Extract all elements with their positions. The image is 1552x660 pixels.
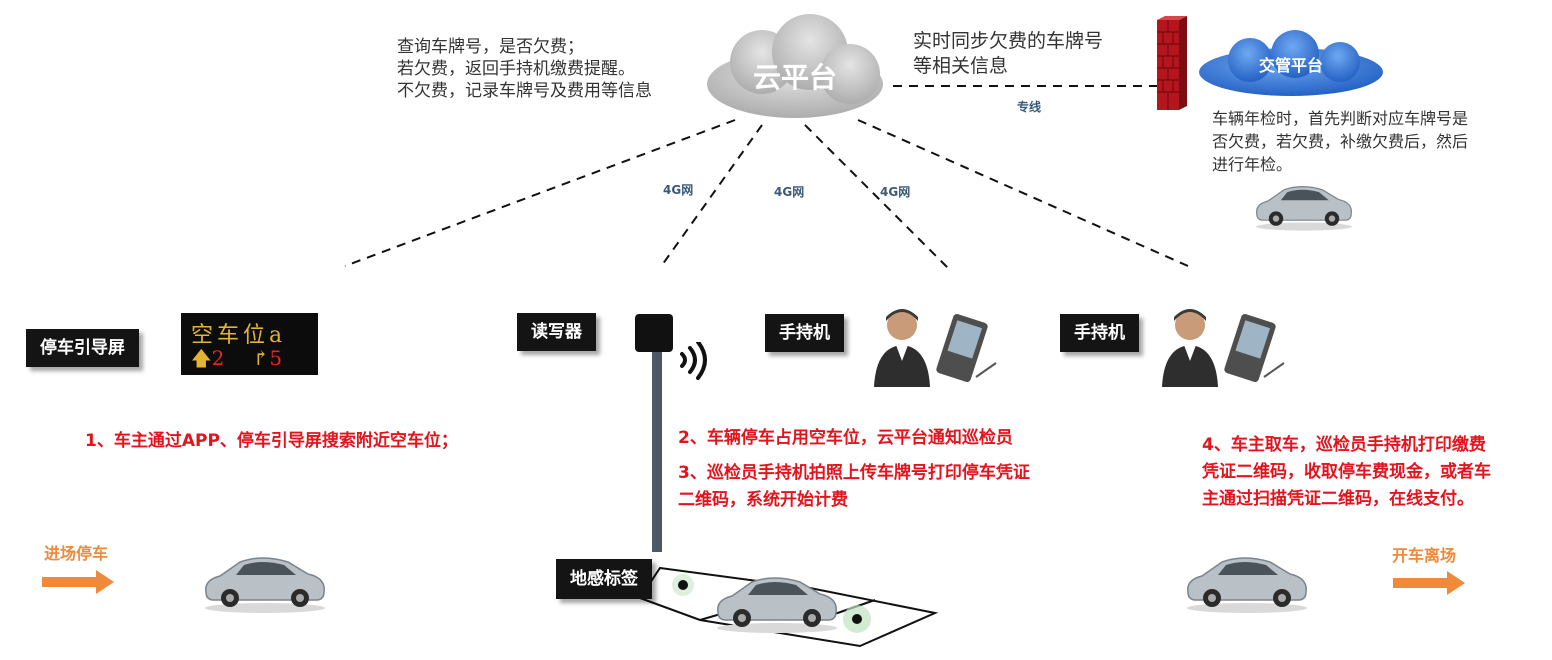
exit-arrow-icon [1393,571,1465,595]
network-label-3: 4G网 [880,185,911,199]
step-4-line-3: 主通过扫描凭证二维码，在线支付。 [1202,489,1474,509]
entry-label: 进场停车 [44,544,109,563]
step-3-line-1: 3、巡检员手持机拍照上传车牌号打印停车凭证 [678,463,1030,483]
annual-line-1: 车辆年检时，首先判断对应车牌号是 [1212,109,1469,128]
inspector-with-handheld-icon-1 [874,309,997,387]
dedicated-line-label: 专线 [1017,100,1042,114]
car-icon-entry [205,557,325,613]
reader-pole [652,352,662,552]
network-label-1: 4G网 [663,183,694,197]
car-icon-inspection [1256,186,1352,231]
traffic-platform-icon [1199,30,1383,96]
sync-line-2: 等相关信息 [913,55,1009,77]
reader-device-icon [635,314,673,352]
sign-count-a: 2 [211,346,225,370]
step-4-line-1: 4、车主取车，巡检员手持机打印缴费 [1202,435,1486,455]
handheld-badge-2: 手持机 [1060,314,1139,352]
sign-count-b: 5 [269,346,283,370]
firewall-icon [1157,16,1187,110]
exit-label: 开车离场 [1392,546,1457,565]
guide-screen-badge: 停车引导屏 [26,329,139,367]
query-description: 查询车牌号，是否欠费； 若欠费，返回手持机缴费提醒。 不欠费，记录车牌号及费用等… [397,36,652,102]
step-3-text: 3、巡检员手持机拍照上传车牌号打印停车凭证 二维码，系统开始计费 [678,460,1030,514]
cloud-platform-icon [707,14,883,118]
step-3-line-2: 二维码，系统开始计费 [678,490,848,510]
network-label-2: 4G网 [774,185,805,199]
query-line-3: 不欠费，记录车牌号及费用等信息 [397,81,652,101]
step-4-line-2: 凭证二维码，收取停车费现金，或者车 [1202,462,1491,482]
sign-row-2: 🡅2 ↱5 [191,344,282,378]
car-icon-parked [717,577,837,633]
step-2-text: 2、车辆停车占用空车位，云平台通知巡检员 [678,428,1013,448]
arrow-up-icon: 🡅 [191,346,212,370]
car-icon-exit [1187,557,1307,613]
arrow-turn-icon: ↱ [252,346,270,370]
parking-guide-sign: 空车位a 🡅2 ↱5 [181,313,318,375]
sync-description: 实时同步欠费的车牌号 等相关信息 [913,29,1103,79]
ground-tag-badge: 地感标签 [556,559,652,599]
step-1-text: 1、车主通过APP、停车引导屏搜索附近空车位； [85,431,458,451]
annual-line-3: 进行年检。 [1212,155,1293,174]
annual-inspection-description: 车辆年检时，首先判断对应车牌号是 否欠费，若欠费，补缴欠费后，然后 进行年检。 [1212,107,1468,176]
inspector-with-handheld-icon-2 [1162,309,1285,387]
sign-row-1: 空车位a [191,323,287,348]
reader-badge: 读写器 [517,313,596,351]
wireless-signal-icon [680,342,707,380]
cloud-platform-label: 云平台 [752,61,837,94]
entry-arrow-icon [42,570,114,594]
query-line-1: 查询车牌号，是否欠费； [397,37,584,57]
handheld-badge-1: 手持机 [765,314,844,352]
traffic-platform-label: 交管平台 [1258,56,1323,75]
annual-line-2: 否欠费，若欠费，补缴欠费后，然后 [1212,132,1469,151]
query-line-2: 若欠费，返回手持机缴费提醒。 [397,59,635,79]
sync-line-1: 实时同步欠费的车牌号 [913,30,1104,52]
step-4-text: 4、车主取车，巡检员手持机打印缴费 凭证二维码，收取停车费现金，或者车 主通过扫… [1202,432,1491,513]
